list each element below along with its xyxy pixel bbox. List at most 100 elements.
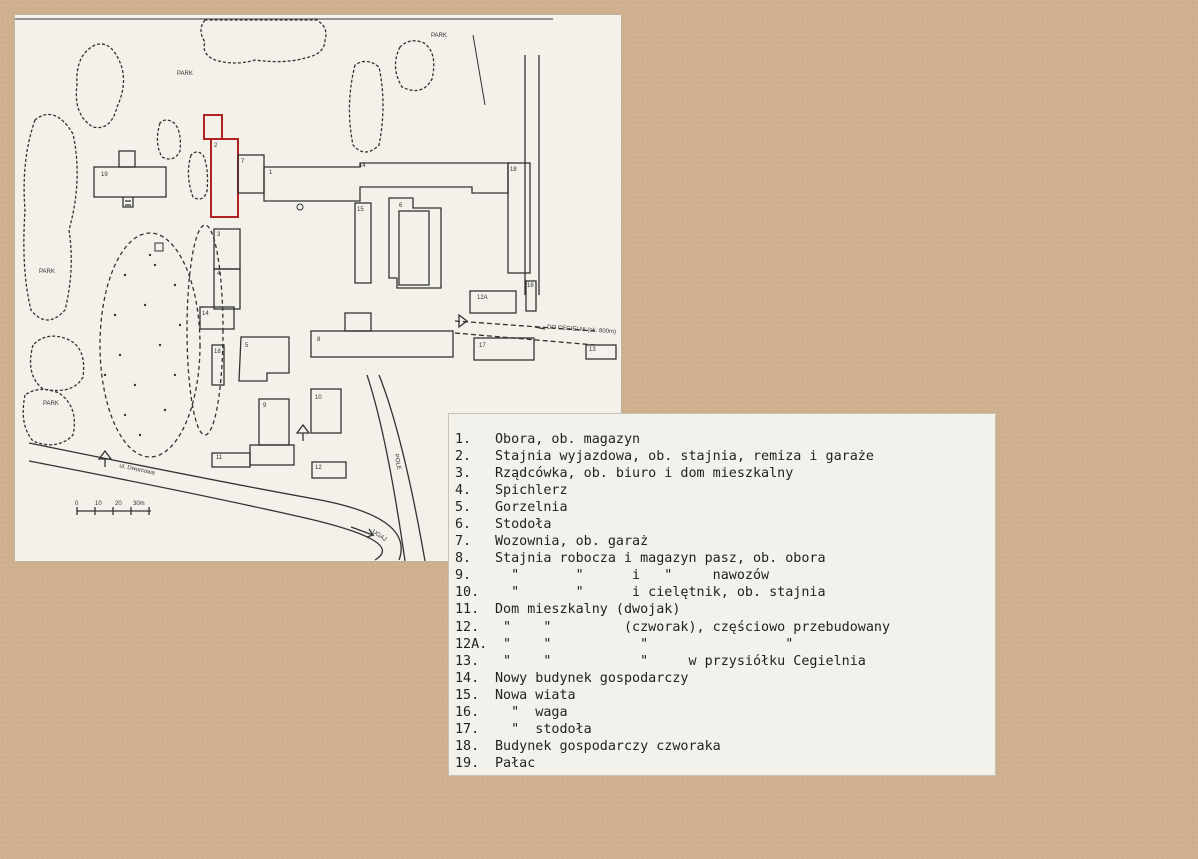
entrance-arrow: [97, 449, 113, 467]
legend-item: 2.Stajnia wyjazdowa, ob. stajnia, remiza…: [455, 449, 874, 465]
legend-item: 3.Rządcówka, ob. biuro i dom mieszkalny: [455, 466, 794, 482]
park-tree-cluster: [187, 151, 209, 200]
building-18-east: [507, 162, 531, 274]
entrance-arrow: [458, 313, 469, 329]
building-1-barn: [263, 162, 509, 202]
road-field-east: [366, 374, 406, 561]
scale-tick-0: 0: [75, 501, 79, 507]
road-line-north: [472, 34, 486, 106]
building-number-5: 5: [245, 343, 249, 349]
park-label: PARK: [431, 33, 447, 39]
legend-item: 17. " stodoła: [455, 721, 592, 737]
legend-item: 8.Stajnia robocza i magazyn pasz, ob. ob…: [455, 551, 826, 567]
road-to-cegielnia: [454, 320, 596, 346]
legend-item: 7.Wozownia, ob. garaż: [455, 534, 649, 550]
building-2-stable: [210, 138, 239, 218]
scale-tick-10: 10: [95, 501, 102, 507]
park-tree-cluster: [348, 60, 384, 153]
park-label: PARK: [177, 71, 193, 77]
park-label: PARK: [39, 269, 55, 275]
legend-list: 1.Obora, ob. magazyn 2.Stajnia wyjazdowa…: [449, 414, 995, 772]
legend-item: 14.Nowy budynek gospodarczy: [455, 670, 689, 686]
road-dworcowa-south-edge: [28, 460, 384, 561]
building-4-granary: [213, 268, 241, 310]
building-8-stable: [310, 330, 454, 358]
building-small-41: [211, 344, 225, 386]
building-12-czworak: [311, 461, 347, 479]
building-number-13: 13: [589, 347, 596, 353]
building-16-scale: [525, 280, 537, 312]
building-number-19: 19: [101, 172, 108, 178]
building-17-new-barn: [473, 337, 535, 361]
road-dworcowa-north-edge: [28, 442, 402, 561]
legend-item: 5.Gorzelnia: [455, 500, 568, 516]
building-number-15: 15: [357, 207, 364, 213]
park-tree-cluster: [22, 388, 76, 446]
building-11-annex: [249, 444, 295, 466]
building-number-18: 18: [510, 167, 517, 173]
building-2-annex: [203, 114, 223, 140]
legend-item: 13. " " " w przysiółku Cegielnia: [455, 653, 866, 669]
park-tree-cluster: [156, 119, 182, 160]
building-6-barn: [388, 197, 442, 289]
park-tree-cluster: [29, 335, 85, 392]
road-arrow-cegielnia: [534, 326, 546, 330]
legend-item: 1.Obora, ob. magazyn: [455, 432, 641, 447]
park-tree-cluster: [200, 19, 327, 64]
building-number-6: 6: [399, 203, 403, 209]
building-15-shed: [354, 202, 372, 284]
building-number-18b: 18: [214, 349, 221, 355]
building-number-8: 8: [317, 337, 321, 343]
park-label: PARK: [43, 401, 59, 407]
scale-tick-30m: 30m: [133, 501, 145, 507]
building-5-distillery: [238, 336, 290, 382]
palace-steps: [122, 197, 134, 208]
park-garden-oval: [99, 232, 201, 458]
legend-item: 9. " " i " nawozów: [455, 568, 770, 584]
park-alley-oval: [186, 224, 224, 436]
legend-item: 16. " waga: [455, 704, 568, 720]
legend-item: 12A. " " " ": [455, 636, 794, 652]
building-number-14: 14: [359, 163, 366, 169]
site-plan-map: PARK PARK PARK PARK 1 2 3 4 5 6 7 8 9 10…: [14, 14, 622, 562]
legend-item: 12. " " (czworak), częściowo przebudowan…: [455, 619, 891, 635]
building-number-1: 1: [269, 170, 273, 176]
park-tree-cluster: [75, 43, 125, 129]
building-number-4: 4: [217, 271, 221, 277]
map-legend: 1.Obora, ob. magazyn 2.Stajnia wyjazdowa…: [448, 413, 996, 776]
legend-item: 6.Stodoła: [455, 517, 552, 533]
road-field-west: [378, 374, 426, 561]
palace-tower: [118, 150, 136, 168]
building-number-9: 9: [263, 403, 267, 409]
scale-bar: [76, 507, 151, 515]
legend-item: 4.Spichlerz: [455, 483, 568, 499]
legend-item: 15.Nowa wiata: [455, 687, 576, 703]
barn-6-inner: [398, 210, 430, 286]
building-10: [310, 388, 342, 434]
scale-tick-20: 20: [115, 501, 122, 507]
building-14-new: [199, 306, 235, 330]
building-number-3: 3: [217, 232, 221, 238]
building-number-2: 2: [214, 143, 218, 149]
building-number-12: 12: [315, 465, 322, 471]
building-number-17: 17: [479, 343, 486, 349]
park-tree-cluster: [23, 113, 78, 321]
legend-item: 10. " " i cielętnik, ob. stajnia: [455, 585, 826, 601]
building-13-cegielnia: [585, 344, 617, 360]
building-number-16: 16: [527, 283, 534, 289]
building-8-annex: [344, 312, 372, 332]
legend-item: 11.Dom mieszkalny (dwojak): [455, 602, 681, 618]
direction-arrow: [350, 526, 375, 538]
building-number-12A: 12A: [477, 295, 488, 301]
legend-item: 19.Pałac: [455, 755, 536, 771]
site-plan-drawing: [15, 18, 617, 561]
legend-item: 18.Budynek gospodarczy czworaka: [455, 738, 721, 754]
building-12A: [469, 290, 517, 314]
entrance-arrow: [295, 423, 311, 441]
building-number-11: 11: [216, 455, 223, 461]
building-number-10: 10: [315, 395, 322, 401]
building-number-7: 7: [241, 159, 245, 165]
park-tree-cluster: [394, 40, 435, 92]
building-number-14b: 14: [202, 311, 209, 317]
